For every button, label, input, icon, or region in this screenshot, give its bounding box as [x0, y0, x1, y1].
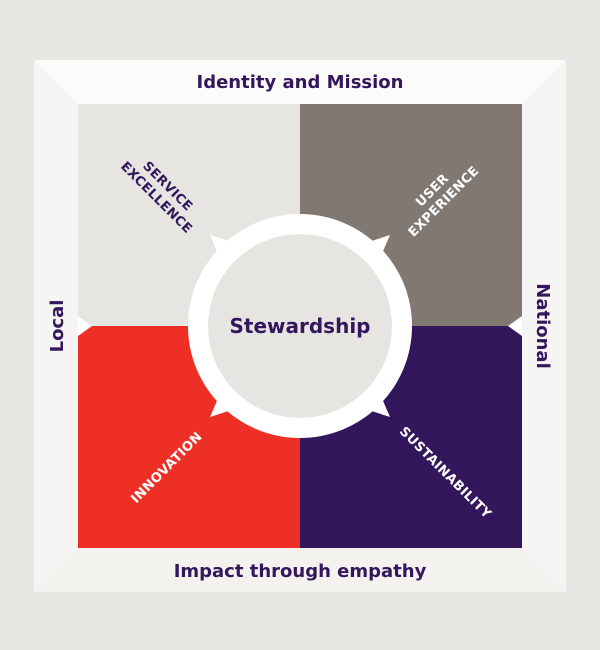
center-hub — [188, 214, 412, 438]
frame-label-top: Identity and Mission — [197, 72, 404, 93]
left-notch — [78, 316, 92, 336]
frame-label-right: National — [532, 283, 553, 368]
frame-bevel-left — [34, 60, 78, 592]
hub-inner-circle — [208, 234, 392, 418]
center-label: Stewardship — [230, 314, 371, 338]
frame-bevel-bottom — [34, 548, 566, 592]
right-notch — [508, 316, 522, 336]
frame-label-bottom: Impact through empathy — [174, 561, 427, 582]
frame-label-left: Local — [47, 300, 68, 353]
frame-bevel-top — [34, 60, 566, 104]
frame-bevel-right — [522, 60, 566, 592]
